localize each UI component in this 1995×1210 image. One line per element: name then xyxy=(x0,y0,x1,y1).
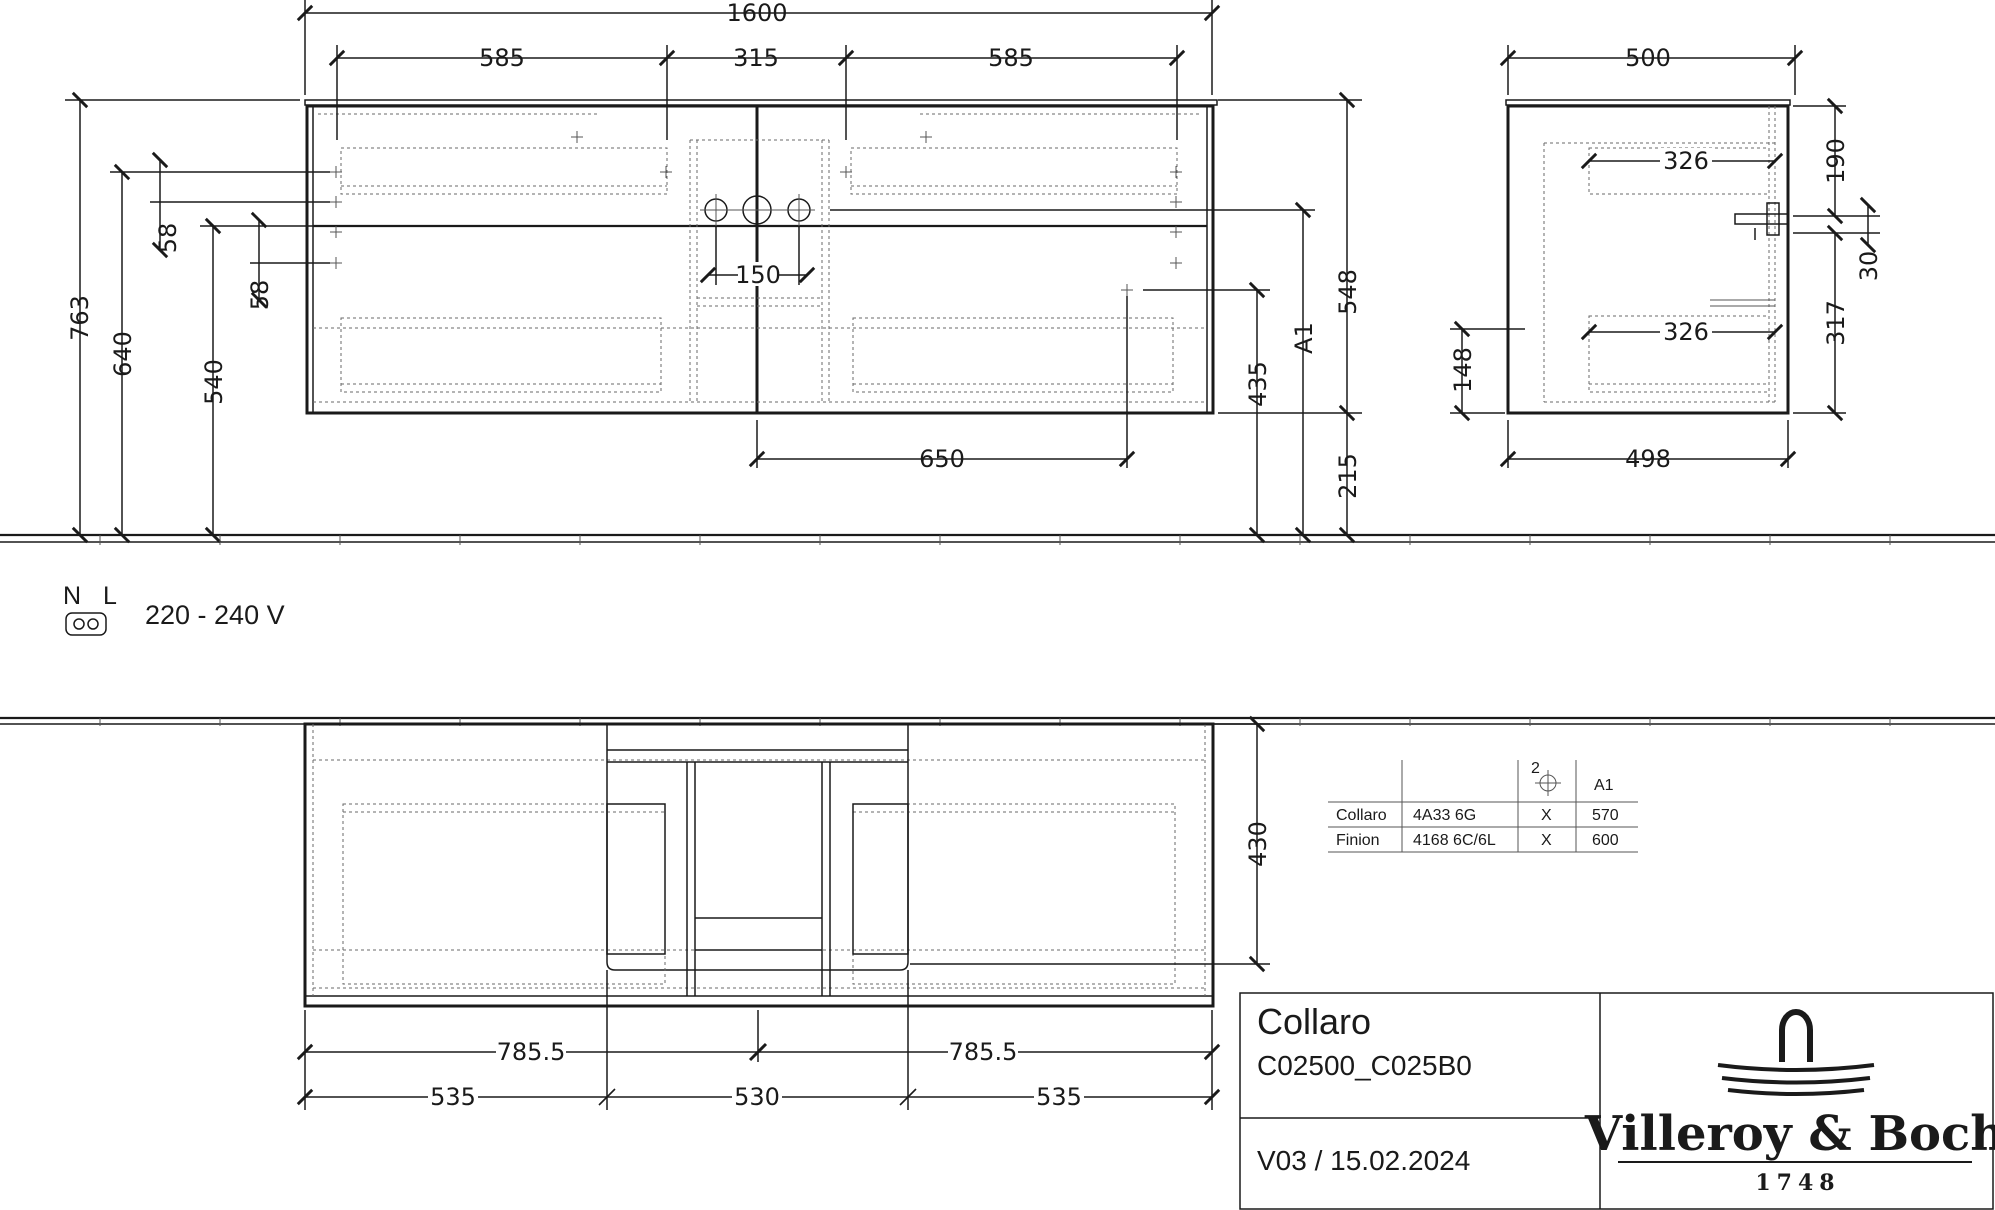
table-header-icon-label: 2 xyxy=(1531,760,1540,777)
dim-height-435: 435 xyxy=(1244,361,1272,407)
dim-height-640: 640 xyxy=(109,331,137,377)
dim-height-317: 317 xyxy=(1822,300,1850,346)
brand-year: 1748 xyxy=(1755,1170,1840,1196)
dim-seg-left: 535 xyxy=(430,1083,476,1111)
dim-inner-326-bottom: 326 xyxy=(1663,318,1709,346)
dim-inner-326-top: 326 xyxy=(1663,147,1709,175)
table-cell-code: 4168 6C/6L xyxy=(1413,832,1496,849)
title-block: Collaro C02500_C025B0 V03 / 15.02.2024 V… xyxy=(1239,992,1995,1210)
floor-line xyxy=(0,533,1995,725)
dim-offset-58-a: 58 xyxy=(154,223,182,254)
crosshair-icon xyxy=(1535,770,1561,796)
dim-seg-center: 530 xyxy=(734,1083,780,1111)
dim-tap-spacing: 150 xyxy=(735,261,781,289)
dim-height-215: 215 xyxy=(1334,453,1362,499)
live-label: L xyxy=(103,582,117,610)
dim-drawer-width-left: 585 xyxy=(479,44,525,72)
article-number: C02500_C025B0 xyxy=(1257,1050,1472,1081)
table-row: Finion 4168 6C/6L X 600 xyxy=(1336,832,1619,849)
top-view: 430 785.5 785.5 535 530 535 xyxy=(296,715,1272,1111)
voltage-label: 220 - 240 V xyxy=(145,600,285,630)
brand-name: Villeroy & Boch xyxy=(1584,1106,1995,1162)
dim-height-763: 763 xyxy=(66,295,94,341)
dim-depth-top: 500 xyxy=(1625,44,1671,72)
dim-height-190: 190 xyxy=(1822,138,1850,184)
dim-height-548: 548 xyxy=(1334,269,1362,315)
electrical-outlet: N L 220 - 240 V xyxy=(63,582,285,636)
dim-depth-bottom: 498 xyxy=(1625,445,1671,473)
dim-total-width: 1600 xyxy=(726,0,787,27)
dim-half-right: 785.5 xyxy=(949,1038,1018,1066)
socket-icon xyxy=(65,612,107,636)
side-view: 500 326 326 190 30 317 148 498 xyxy=(1449,44,1883,473)
table-cell-name: Finion xyxy=(1336,832,1380,849)
dim-height-a1: A1 xyxy=(1290,322,1318,354)
table-header-a1: A1 xyxy=(1594,777,1614,794)
version-date: V03 / 15.02.2024 xyxy=(1257,1145,1470,1176)
table-cell-name: Collaro xyxy=(1336,807,1387,824)
dim-half-left: 785.5 xyxy=(497,1038,566,1066)
spec-table: 2 A1 Collaro 4A33 6G X 570 Finion 4168 6… xyxy=(1328,760,1638,853)
table-cell-a1: 600 xyxy=(1592,832,1619,849)
dim-drawer-width-right: 585 xyxy=(988,44,1034,72)
front-view: 1600 585 315 585 763 640 58 540 58 150 xyxy=(65,0,1362,544)
dim-drain-offset: 650 xyxy=(919,445,965,473)
wall-tiles xyxy=(99,535,1891,726)
neutral-label: N xyxy=(63,582,81,610)
dim-seg-right: 535 xyxy=(1036,1083,1082,1111)
table-row: Collaro 4A33 6G X 570 xyxy=(1336,807,1619,824)
table-cell-mark: X xyxy=(1541,832,1552,849)
table-cell-a1: 570 xyxy=(1592,807,1619,824)
table-cell-mark: X xyxy=(1541,807,1552,824)
dim-height-148: 148 xyxy=(1449,347,1477,393)
dim-height-540: 540 xyxy=(200,359,228,405)
dim-offset-58-b: 58 xyxy=(246,280,274,311)
product-name: Collaro xyxy=(1257,1001,1371,1042)
brand-logo-icon xyxy=(1717,1009,1875,1096)
table-cell-code: 4A33 6G xyxy=(1413,807,1476,824)
dim-depth-430: 430 xyxy=(1244,821,1272,867)
dim-center-gap: 315 xyxy=(733,44,779,72)
dim-height-30: 30 xyxy=(1855,251,1883,282)
